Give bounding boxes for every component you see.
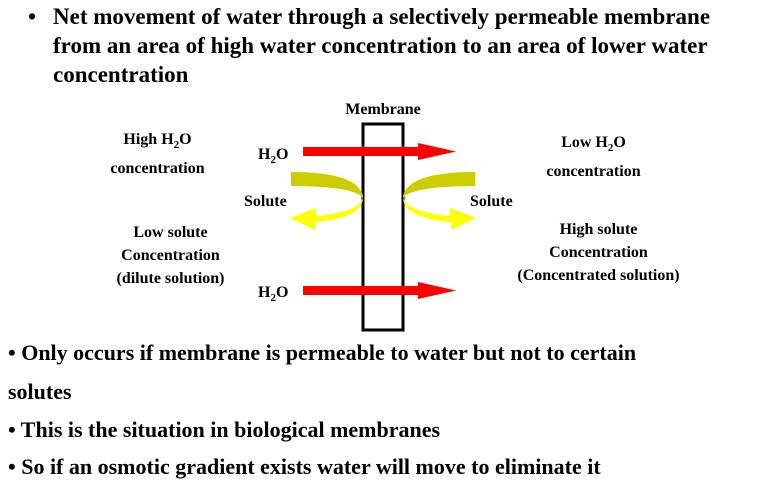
dilute-solution-label: Low solute Concentration (dilute solutio… xyxy=(98,221,243,290)
label-sub: 2 xyxy=(173,139,180,152)
slide-title: • Net movement of water through a select… xyxy=(28,2,748,89)
label-text: H xyxy=(258,284,271,301)
bullet-1: • Only occurs if membrane is permeable t… xyxy=(8,340,637,365)
water-arrow-bottom xyxy=(303,282,456,299)
solute-arrow-left xyxy=(290,172,363,230)
low-water-label: Low H2O concentration xyxy=(526,131,661,183)
water-label-bottom: H2O xyxy=(258,281,288,310)
label-line: (Concentrated solution) xyxy=(517,267,680,284)
bullet-1-cont: solutes xyxy=(8,379,72,404)
label-line: Concentration xyxy=(549,244,648,261)
title-text: Net movement of water through a selectiv… xyxy=(53,4,711,87)
label-text: High H xyxy=(123,131,174,148)
label-line: Concentration xyxy=(121,247,220,264)
label-sub: 2 xyxy=(607,142,614,155)
high-water-label: High H2O concentration xyxy=(90,128,225,180)
concentrated-solution-label: High solute Concentration (Concentrated … xyxy=(496,218,701,287)
water-arrow-top xyxy=(303,143,456,160)
bullet-3: • So if an osmotic gradient exists water… xyxy=(8,454,601,479)
solute-label-left: Solute xyxy=(244,193,287,210)
solute-label-right: Solute xyxy=(470,193,513,210)
label-text: concentration xyxy=(110,160,205,178)
label-text: H xyxy=(258,146,271,163)
solute-arrow-right xyxy=(403,172,476,230)
label-sub: 2 xyxy=(270,292,276,305)
label-sub: 2 xyxy=(270,154,276,167)
membrane-label: Membrane xyxy=(345,101,421,118)
label-text: O xyxy=(275,146,289,163)
label-text: Low H xyxy=(561,134,608,151)
label-text: concentration xyxy=(546,163,641,181)
label-line: High solute xyxy=(559,221,638,238)
label-text: O xyxy=(179,131,192,148)
label-line: Low solute xyxy=(133,224,208,241)
water-label-top: H2O xyxy=(258,143,288,172)
label-text: O xyxy=(275,284,289,301)
bullet-2: • This is the situation in biological me… xyxy=(8,417,441,442)
label-line: (dilute solution) xyxy=(116,270,225,287)
label-text: O xyxy=(613,134,626,151)
title-bullet: • xyxy=(28,4,37,29)
membrane xyxy=(361,122,405,332)
